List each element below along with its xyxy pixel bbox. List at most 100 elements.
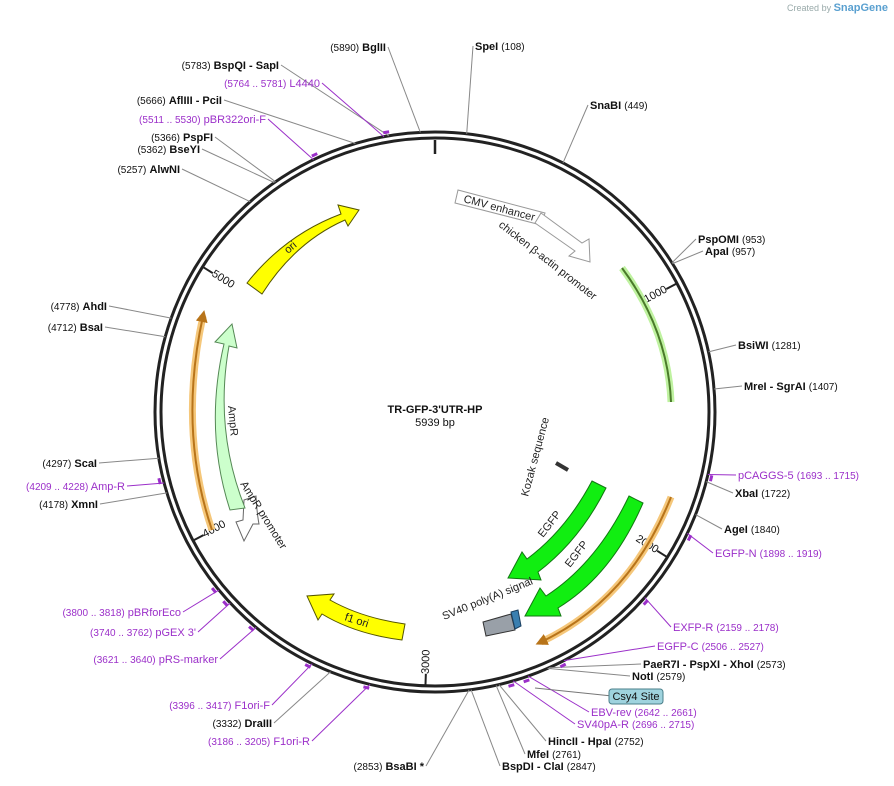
leader-line <box>219 627 257 660</box>
primer-label[interactable]: SV40pA-R (2696 .. 2715) <box>577 719 694 731</box>
site-position: (3396 .. 3417) <box>169 701 231 712</box>
leader-line <box>99 492 168 505</box>
enzyme-label[interactable]: AgeI (1840) <box>724 524 780 536</box>
primer-label[interactable]: EBV-rev (2642 .. 2661) <box>591 707 697 719</box>
site-position: (3621 .. 3640) <box>93 655 155 666</box>
site-position: (957) <box>732 247 755 258</box>
primer-label[interactable]: (3186 .. 3205) F1ori-R <box>208 736 310 748</box>
feature-chicken-actin-promoter[interactable]: chicken β-actin promoter <box>496 212 599 303</box>
snapgene-brand: Created by SnapGene <box>787 2 888 14</box>
primer-site <box>248 625 255 632</box>
enzyme-label[interactable]: MreI - SgrAI (1407) <box>744 381 838 393</box>
leader-line <box>273 671 331 724</box>
primer-label[interactable]: (3396 .. 3417) F1ori-F <box>169 700 270 712</box>
primer-label[interactable]: (5764 .. 5781) L4440 <box>224 78 320 90</box>
site-position: (2642 .. 2661) <box>634 708 696 719</box>
site-name: pBRforEco <box>128 607 181 619</box>
site-badge-label: Csy4 Site <box>612 691 659 703</box>
leader-line <box>470 689 501 767</box>
primer-site <box>508 683 515 688</box>
leader-line <box>181 168 251 203</box>
enzyme-label[interactable]: (4778) AhdI <box>51 301 107 313</box>
tick-label: 3000 <box>420 649 433 674</box>
feature-f1-ori[interactable]: f1 ori <box>306 593 406 641</box>
feature-label: AmpR <box>225 405 240 437</box>
site-position: (2696 .. 2715) <box>632 720 694 731</box>
site-name: EBV-rev <box>591 707 632 719</box>
feature-kozak[interactable]: Kozak sequence <box>519 416 570 498</box>
primer-label[interactable]: EXFP-R (2159 .. 2178) <box>673 622 779 634</box>
enzyme-label[interactable]: NotI (2579) <box>632 671 685 683</box>
feature-sv40-polya[interactable]: SV40 poly(A) signal <box>441 575 535 637</box>
primer-site <box>210 587 218 594</box>
enzyme-label[interactable]: BsiWI (1281) <box>738 340 801 352</box>
enzyme-label[interactable]: PaeR7I - PspXI - XhoI (2573) <box>643 659 786 671</box>
feature-ori[interactable]: ori <box>246 204 360 295</box>
primer-label[interactable]: EGFP-N (1898 .. 1919) <box>715 548 822 560</box>
primer-site <box>382 130 390 135</box>
site-name: BspQI - SapI <box>214 60 279 72</box>
leader-line <box>387 46 421 133</box>
leader-line <box>548 663 642 669</box>
primer-label[interactable]: (4209 .. 4228) Amp-R <box>26 481 125 493</box>
site-position: (4712) <box>48 323 77 334</box>
site-name: ScaI <box>74 458 97 470</box>
primer-label[interactable]: (5511 .. 5530) pBR322ori-F <box>139 114 266 126</box>
site-name: EGFP-N <box>715 548 757 560</box>
orange-arc-left-core <box>191 310 213 531</box>
primer-label[interactable]: (3740 .. 3762) pGEX 3' <box>90 627 196 639</box>
enzyme-label[interactable]: MfeI (2761) <box>527 749 581 761</box>
primer-site <box>157 477 162 485</box>
site-name: EGFP-C <box>657 641 699 653</box>
leader-line <box>466 45 474 134</box>
site-name: pGEX 3' <box>155 627 196 639</box>
enzyme-label[interactable]: (5666) AflIII - PciI <box>137 95 222 107</box>
enzyme-label[interactable]: PspOMI (953) <box>698 234 765 246</box>
enzyme-label[interactable]: (4712) BsaI <box>48 322 103 334</box>
leader-line <box>706 481 734 494</box>
enzyme-label[interactable]: (2853) BsaBI * <box>354 761 425 773</box>
enzyme-label[interactable]: HincII - HpaI (2752) <box>548 736 644 748</box>
enzyme-label[interactable]: XbaI (1722) <box>735 488 790 500</box>
site-position: (4778) <box>51 302 80 313</box>
primer-label[interactable]: (3621 .. 3640) pRS-marker <box>93 654 218 666</box>
site-badge[interactable]: Csy4 Site <box>534 687 664 705</box>
enzyme-label[interactable]: ApaI (957) <box>705 246 755 258</box>
enzyme-label[interactable]: (4178) XmnI <box>39 499 98 511</box>
feature-ampr-promoter[interactable]: AmpR promoter <box>235 479 289 552</box>
site-name: BsiWI <box>738 340 769 352</box>
tick-mark <box>202 266 214 275</box>
site-name: BsaBI * <box>385 761 424 773</box>
primer-label[interactable]: (3800 .. 3818) pBRforEco <box>62 607 181 619</box>
feature-label: SV40 poly(A) signal <box>441 575 535 622</box>
enzyme-label[interactable]: (4297) ScaI <box>42 458 97 470</box>
enzyme-label[interactable]: (5890) BglII <box>330 42 386 54</box>
site-name: pRS-marker <box>159 654 219 666</box>
primer-label[interactable]: pCAGGS-5 (1693 .. 1715) <box>738 470 859 482</box>
site-name: EXFP-R <box>673 622 713 634</box>
leader-line <box>311 684 371 742</box>
site-name: MfeI <box>527 749 549 761</box>
enzyme-label[interactable]: (5783) BspQI - SapI <box>182 60 279 72</box>
site-name: pBR322ori-F <box>204 114 267 126</box>
site-name: NotI <box>632 671 653 683</box>
enzyme-label[interactable]: (5366) PspFI <box>151 132 213 144</box>
primer-label-group: pCAGGS-5 (1693 .. 1715) EGFP-N (1898 .. 1… <box>26 78 859 748</box>
feature-ampr[interactable]: AmpR <box>214 322 246 511</box>
feature-cmv-enhancer[interactable]: CMV enhancer <box>454 189 546 226</box>
site-name: SpeI <box>475 41 498 53</box>
enzyme-label[interactable]: SnaBI (449) <box>590 100 648 112</box>
leader-line <box>547 667 631 677</box>
enzyme-label[interactable]: (3332) DraIII <box>213 718 272 730</box>
site-position: (5366) <box>151 133 180 144</box>
primer-site <box>222 600 229 607</box>
primer-label[interactable]: EGFP-C (2506 .. 2527) <box>657 641 764 653</box>
enzyme-label[interactable]: SpeI (108) <box>475 41 525 53</box>
backbone-inner <box>159 136 711 688</box>
enzyme-label[interactable]: (5362) BseYI <box>137 144 200 156</box>
leader-line <box>201 148 275 184</box>
primer-site <box>559 662 567 669</box>
backbone-outer <box>153 130 717 694</box>
enzyme-label[interactable]: BspDI - ClaI (2847) <box>502 761 596 773</box>
enzyme-label[interactable]: (5257) AlwNI <box>117 164 180 176</box>
